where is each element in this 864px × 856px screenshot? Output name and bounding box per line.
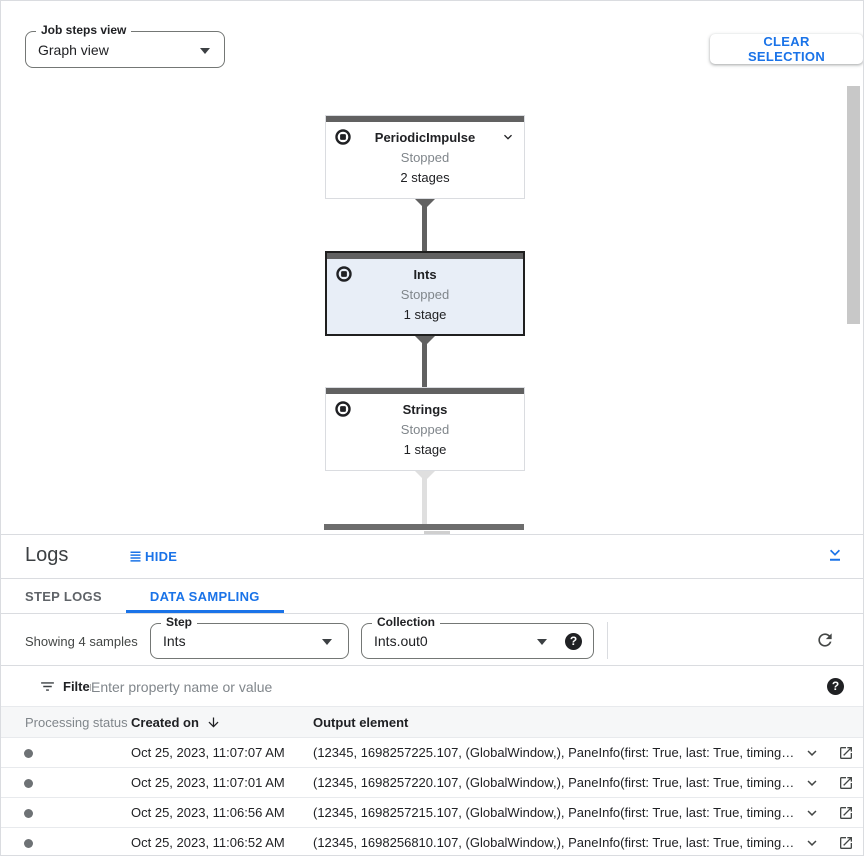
- open-in-new-icon[interactable]: [838, 805, 854, 821]
- column-created-on[interactable]: Created on: [131, 707, 221, 737]
- processing-status-dot: [24, 749, 33, 758]
- logs-tabs: STEP LOGS DATA SAMPLING: [1, 579, 863, 614]
- lines-icon: [130, 551, 141, 562]
- collection-select-label: Collection: [372, 615, 441, 629]
- expand-row-icon[interactable]: [803, 744, 821, 762]
- filter-label: Filter: [63, 679, 95, 694]
- step-select[interactable]: Step Ints: [150, 615, 349, 659]
- collection-select-value: Ints.out0: [374, 633, 428, 649]
- offscreen-node-top-bar: [324, 524, 524, 530]
- collection-help-icon[interactable]: ?: [565, 633, 582, 650]
- stopped-status-icon: [336, 266, 352, 282]
- output-element-cell: (12345, 1698257215.107, (GlobalWindow,),…: [313, 805, 795, 820]
- sort-descending-icon: [208, 717, 219, 727]
- clear-selection-button[interactable]: CLEAR SELECTION: [710, 34, 863, 64]
- node-title: Ints: [413, 267, 437, 282]
- column-output-element: Output element: [313, 714, 409, 730]
- refresh-icon[interactable]: [815, 630, 835, 650]
- created-on-cell: Oct 25, 2023, 11:06:52 AM: [131, 835, 285, 850]
- samples-table-body: Oct 25, 2023, 11:07:07 AM (12345, 169825…: [1, 738, 863, 855]
- node-status: Stopped: [400, 422, 450, 437]
- hide-logs-button[interactable]: HIDE: [128, 549, 177, 564]
- dropdown-arrow-icon: [322, 639, 332, 645]
- edge-line: [422, 206, 427, 251]
- offscreen-node-fragment: [424, 531, 450, 535]
- step-select-value: Ints: [163, 633, 186, 649]
- step-select-label: Step: [161, 615, 198, 629]
- stopped-status-icon: [335, 401, 351, 417]
- output-element-cell: (12345, 1698256810.107, (GlobalWindow,),…: [313, 835, 795, 850]
- filter-bar: Filter ?: [1, 666, 863, 707]
- logs-panel: Logs HIDE STEP LOGS DATA SAMPLING Showin…: [1, 534, 863, 855]
- logs-title: Logs: [25, 544, 69, 566]
- filter-help-icon[interactable]: ?: [827, 678, 844, 695]
- tab-step-logs[interactable]: STEP LOGS: [25, 588, 102, 604]
- output-element-cell: (12345, 1698257225.107, (GlobalWindow,),…: [313, 745, 795, 760]
- hide-label: HIDE: [145, 549, 178, 564]
- divider: [607, 622, 608, 659]
- processing-status-dot: [24, 779, 33, 788]
- open-in-new-icon[interactable]: [838, 745, 854, 761]
- node-stage-count: 2 stages: [400, 170, 450, 185]
- table-row[interactable]: Oct 25, 2023, 11:06:52 AM (12345, 169825…: [1, 828, 863, 855]
- job-steps-view-value: Graph view: [38, 41, 109, 58]
- processing-status-dot: [24, 809, 33, 818]
- job-steps-view-select[interactable]: Job steps view Graph view: [25, 23, 225, 68]
- open-in-new-icon[interactable]: [838, 835, 854, 851]
- job-graph-canvas[interactable]: Job steps view Graph view CLEAR SELECTIO…: [1, 1, 863, 535]
- node-top-bar: [326, 388, 524, 394]
- sampling-controls: Showing 4 samples Step Ints Collection I…: [1, 614, 863, 666]
- graph-node-periodicimpulse[interactable]: PeriodicImpulse Stopped 2 stages: [325, 115, 525, 199]
- node-top-bar: [326, 116, 524, 122]
- table-row[interactable]: Oct 25, 2023, 11:07:07 AM (12345, 169825…: [1, 738, 863, 768]
- edge-arrow-down: [415, 471, 435, 481]
- filter-input[interactable]: [91, 675, 711, 699]
- dropdown-arrow-icon: [200, 48, 210, 54]
- chevron-down-icon[interactable]: [500, 129, 516, 145]
- node-stage-count: 1 stage: [403, 442, 447, 457]
- edge-line: [422, 478, 427, 524]
- created-on-cell: Oct 25, 2023, 11:07:07 AM: [131, 745, 285, 760]
- job-steps-view-label: Job steps view: [36, 23, 132, 37]
- table-row[interactable]: Oct 25, 2023, 11:06:56 AM (12345, 169825…: [1, 798, 863, 828]
- collapse-panel-icon[interactable]: [825, 545, 845, 565]
- graph-vertical-scrollbar[interactable]: [847, 86, 860, 324]
- node-status: Stopped: [400, 287, 450, 302]
- processing-status-dot: [24, 839, 33, 848]
- expand-row-icon[interactable]: [803, 834, 821, 852]
- node-stage-count: 1 stage: [403, 307, 447, 322]
- node-top-bar: [327, 253, 523, 259]
- table-row[interactable]: Oct 25, 2023, 11:07:01 AM (12345, 169825…: [1, 768, 863, 798]
- expand-row-icon[interactable]: [803, 774, 821, 792]
- collection-select[interactable]: Collection Ints.out0 ?: [361, 615, 594, 659]
- node-title: Strings: [402, 402, 448, 417]
- output-element-cell: (12345, 1698257220.107, (GlobalWindow,),…: [313, 775, 795, 790]
- filter-icon: [39, 678, 56, 695]
- column-created-on-label: Created on: [131, 714, 199, 730]
- samples-table-header: Processing status Created on Output elem…: [1, 707, 863, 738]
- logs-panel-header: Logs HIDE: [1, 535, 863, 579]
- node-status: Stopped: [400, 150, 450, 165]
- graph-node-strings[interactable]: Strings Stopped 1 stage: [325, 387, 525, 471]
- edge-arrow-down: [415, 336, 435, 346]
- edge-line: [422, 343, 427, 387]
- created-on-cell: Oct 25, 2023, 11:06:56 AM: [131, 805, 285, 820]
- open-in-new-icon[interactable]: [838, 775, 854, 791]
- sample-count-text: Showing 4 samples: [25, 634, 138, 649]
- node-title: PeriodicImpulse: [374, 130, 476, 145]
- column-processing-status: Processing status: [25, 714, 128, 730]
- tab-data-sampling[interactable]: DATA SAMPLING: [125, 579, 284, 613]
- created-on-cell: Oct 25, 2023, 11:07:01 AM: [131, 775, 285, 790]
- edge-arrow-down: [415, 199, 435, 209]
- dropdown-arrow-icon: [537, 639, 547, 645]
- expand-row-icon[interactable]: [803, 804, 821, 822]
- stopped-status-icon: [335, 129, 351, 145]
- graph-node-ints[interactable]: Ints Stopped 1 stage: [325, 251, 525, 336]
